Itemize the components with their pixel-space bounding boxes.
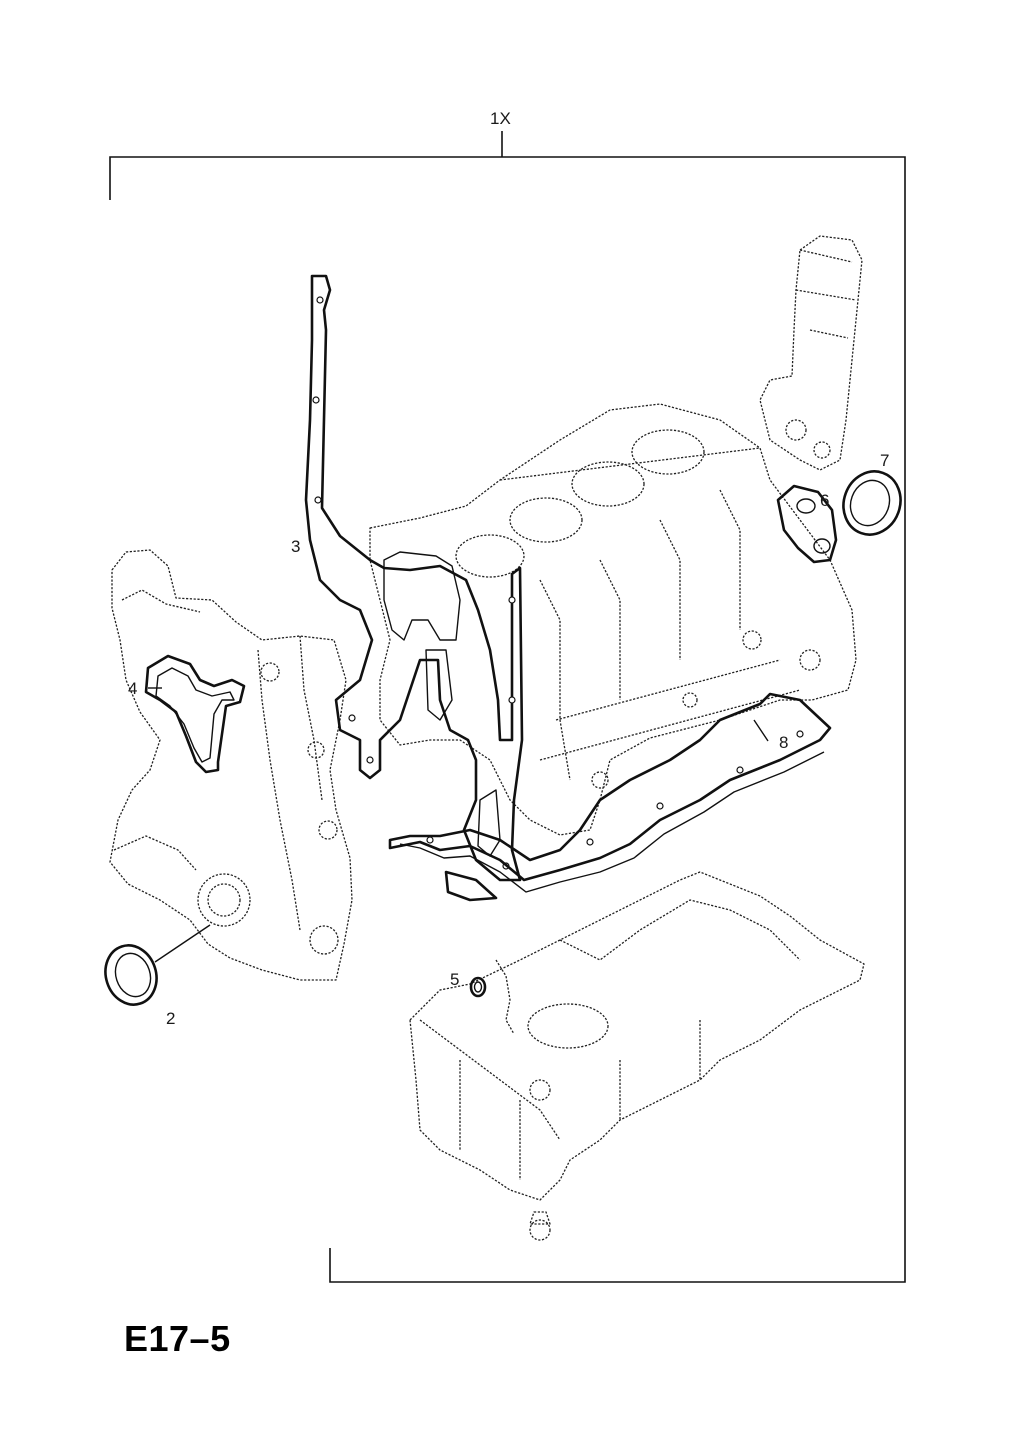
kit-label: 1X bbox=[490, 109, 511, 128]
front-crank-seal bbox=[104, 944, 158, 1006]
oil-pickup-o-ring bbox=[469, 976, 487, 998]
callout-3: 3 bbox=[291, 537, 300, 556]
timing-cover bbox=[109, 549, 353, 981]
oil-pan-gasket bbox=[388, 692, 832, 902]
oil-filter-housing bbox=[759, 235, 863, 471]
callout-7: 7 bbox=[880, 451, 889, 470]
front-block-gasket bbox=[304, 274, 524, 882]
callout-8: 8 bbox=[779, 733, 788, 752]
callout-5: 5 bbox=[450, 970, 459, 989]
callout-4: 4 bbox=[128, 679, 137, 698]
oil-pan bbox=[409, 871, 865, 1241]
diagram-reference-code: E17–5 bbox=[124, 1318, 231, 1359]
water-pump-gasket bbox=[144, 654, 246, 774]
oil-filter-housing-gasket bbox=[776, 484, 838, 564]
callout-2: 2 bbox=[166, 1009, 175, 1028]
engine-block bbox=[369, 403, 857, 836]
leader-lines bbox=[148, 687, 769, 963]
kit-bracket bbox=[109, 131, 906, 1283]
rear-main-seal bbox=[842, 470, 902, 536]
callout-6: 6 bbox=[820, 491, 829, 510]
